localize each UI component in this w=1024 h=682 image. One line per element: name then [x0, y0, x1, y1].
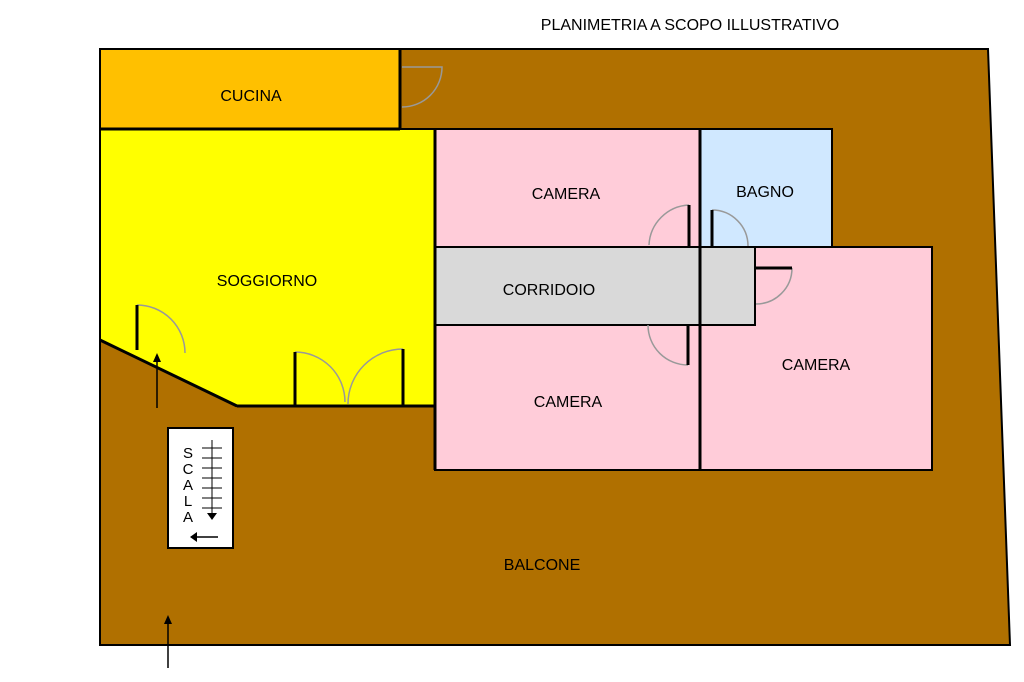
label-camera-right: CAMERA: [782, 357, 851, 374]
stairs-label: S C A L A: [183, 445, 194, 526]
label-soggiorno: SOGGIORNO: [217, 273, 317, 290]
door-camera-right: [755, 267, 793, 305]
cucina-room: [99, 48, 401, 130]
entry-arrow-up-icon: [164, 615, 172, 624]
stairs-arrow-down-icon: [207, 513, 217, 520]
door-camera-bottom: [647, 324, 689, 366]
camera-right-room: [699, 246, 933, 471]
label-camera-top: CAMERA: [532, 186, 601, 203]
label-camera-bottom: CAMERA: [534, 394, 603, 411]
door-soggiorno-right: [347, 348, 404, 405]
wall-segment: [99, 338, 238, 408]
stairs-arrow-left-icon: [190, 532, 197, 542]
door-camera-top: [648, 204, 690, 246]
label-corridoio: CORRIDOIO: [503, 282, 595, 299]
stairs-letter: C: [183, 461, 194, 478]
label-cucina: CUCINA: [220, 88, 282, 105]
door-soggiorno-left: [294, 351, 346, 403]
stairs-letter: A: [183, 509, 193, 526]
label-bagno: BAGNO: [736, 184, 794, 201]
door-bagno: [711, 209, 749, 247]
stairs-steps: [202, 440, 222, 515]
door-cucina: [401, 66, 443, 108]
label-balcone: BALCONE: [504, 557, 580, 574]
bagno-room: [699, 128, 833, 248]
stairs-letter: L: [184, 493, 192, 510]
stairs-letter: S: [183, 445, 193, 462]
entry-arrow-up-icon: [153, 353, 161, 362]
stairs-box: [167, 427, 234, 549]
stairs-letter: A: [183, 477, 193, 494]
plan-title: PLANIMETRIA A SCOPO ILLUSTRATIVO: [541, 17, 839, 34]
door-soggiorno-entry: [136, 304, 186, 354]
